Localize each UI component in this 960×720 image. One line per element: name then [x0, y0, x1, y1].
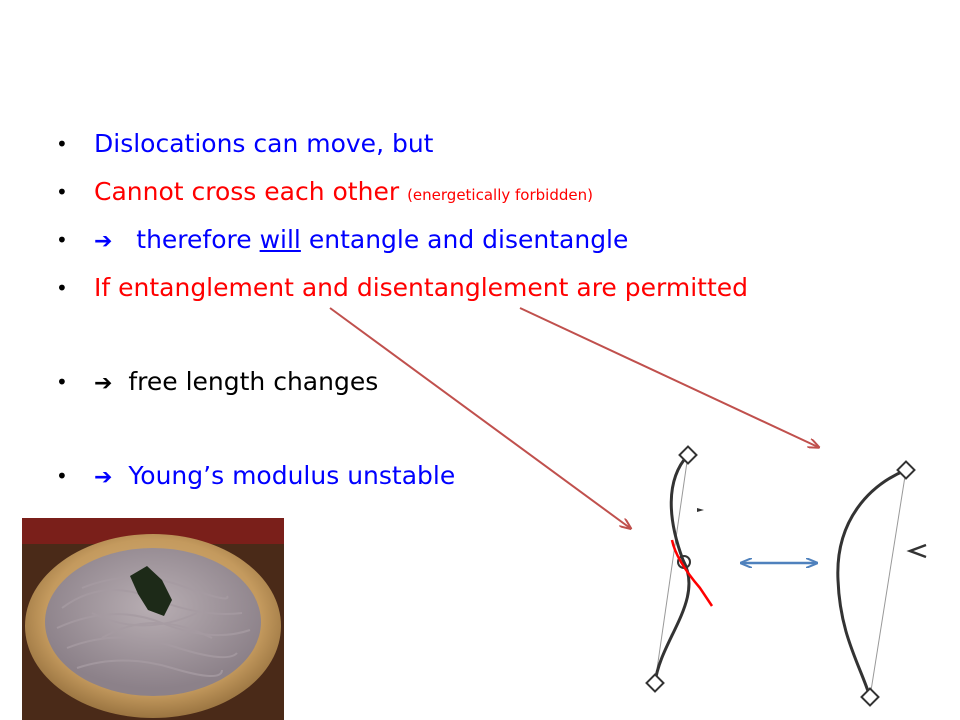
bullet-dot: •	[56, 180, 68, 204]
bullet-5: • ➔ free length changes	[56, 360, 748, 408]
diamond-pin-icon	[896, 460, 916, 480]
crossing-dislocation-red	[670, 539, 714, 607]
bullet-dot: •	[56, 276, 68, 300]
bullet-6-text: Young’s modulus unstable	[128, 461, 456, 490]
bullet-3-post: entangle and disentangle	[308, 225, 629, 254]
bullet-list: • Dislocations can move, but • Cannot cr…	[56, 122, 748, 502]
noodle-photo	[22, 518, 284, 720]
right-arrow-glyph: ➔	[94, 465, 113, 490]
bullet-4: • If entanglement and disentanglement ar…	[56, 266, 748, 314]
bullet-4-b: and disentanglement are permitted	[301, 273, 748, 302]
bullet-6: • ➔ Young’s modulus unstable	[56, 454, 748, 502]
bullet-dot: •	[56, 132, 68, 156]
bullet-1-text: Dislocations can move, but	[94, 129, 434, 158]
bullet-3-underline: will	[259, 225, 301, 254]
bullet-4-a: If entanglement	[94, 273, 294, 302]
bullet-3-pre: therefore	[136, 225, 252, 254]
noodle-pile	[45, 548, 261, 696]
right-chord-line	[869, 469, 907, 698]
bullet-2: • Cannot cross each other (energetically…	[56, 170, 748, 218]
nori-topping	[130, 566, 172, 616]
right-dislocation-curve	[836, 468, 907, 698]
bullet-2-main: Cannot cross each other	[94, 177, 400, 206]
bullet-spacer	[56, 314, 748, 360]
bullet-dot: •	[56, 370, 68, 394]
diamond-pin-icon	[860, 687, 880, 707]
bullet-dot: •	[56, 464, 68, 488]
bullet-spacer	[56, 408, 748, 454]
diamond-pin-icon	[645, 673, 665, 693]
force-arrow-icon	[697, 508, 704, 512]
noodle-strands	[56, 576, 251, 677]
bullet-3: • ➔ therefore will entangle and disentan…	[56, 218, 748, 266]
right-arrow-glyph: ➔	[94, 371, 113, 396]
bullet-5-text: free length changes	[128, 367, 379, 396]
bullet-1: • Dislocations can move, but	[56, 122, 748, 170]
right-arrow-glyph: ➔	[94, 229, 113, 254]
force-arrow-icon	[906, 543, 927, 559]
bullet-dot: •	[56, 228, 68, 252]
entanglement-node	[677, 555, 691, 569]
bullet-2-paren: (energetically forbidden)	[407, 186, 593, 204]
